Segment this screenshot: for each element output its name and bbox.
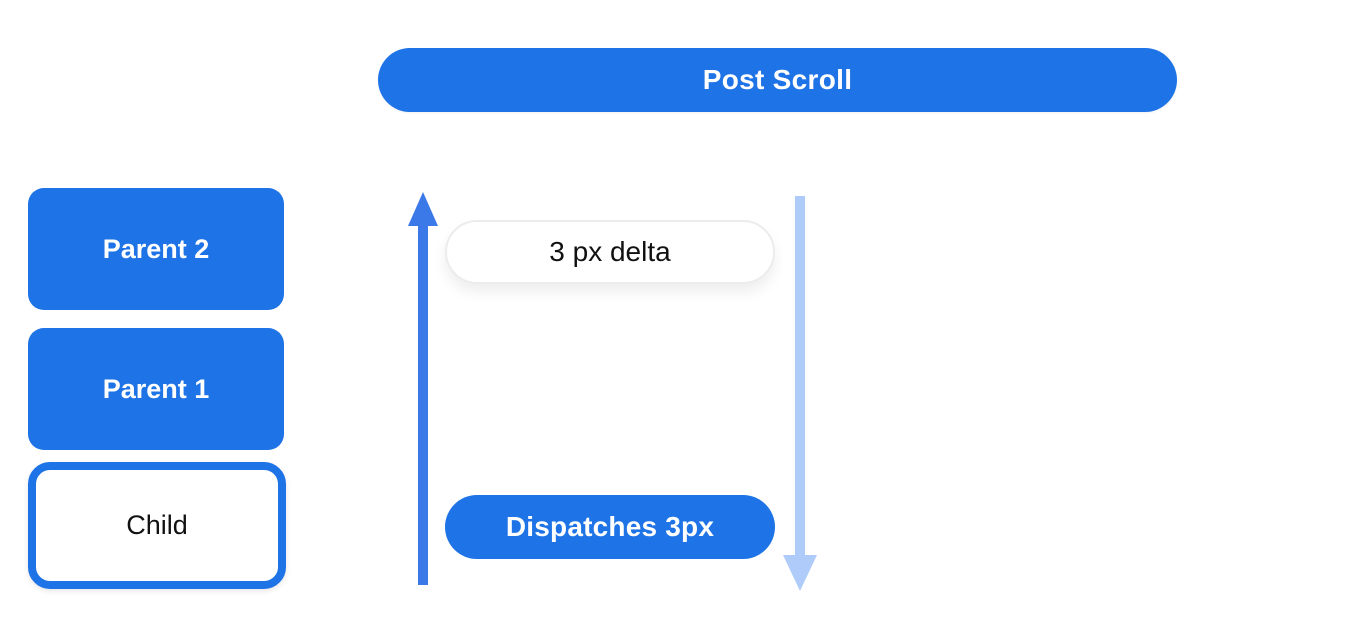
parent1-box: Parent 1 xyxy=(28,328,284,450)
parent2-box: Parent 2 xyxy=(28,188,284,310)
dispatch-label: Dispatches 3px xyxy=(505,511,715,542)
scroll-down-arrow-icon xyxy=(783,196,817,591)
scroll-up-arrow-icon xyxy=(408,192,438,585)
post-scroll-label: Post Scroll xyxy=(702,64,853,95)
post-scroll-header-pill: Post Scroll xyxy=(378,48,1177,112)
parent1-label: Parent 1 xyxy=(102,373,210,404)
parent2-label: Parent 2 xyxy=(102,233,210,264)
dispatch-pill: Dispatches 3px xyxy=(445,495,775,559)
child-label: Child xyxy=(126,510,188,540)
delta-pill: 3 px delta xyxy=(445,220,775,284)
delta-label: 3 px delta xyxy=(549,236,671,267)
child-box: Child xyxy=(28,462,286,589)
